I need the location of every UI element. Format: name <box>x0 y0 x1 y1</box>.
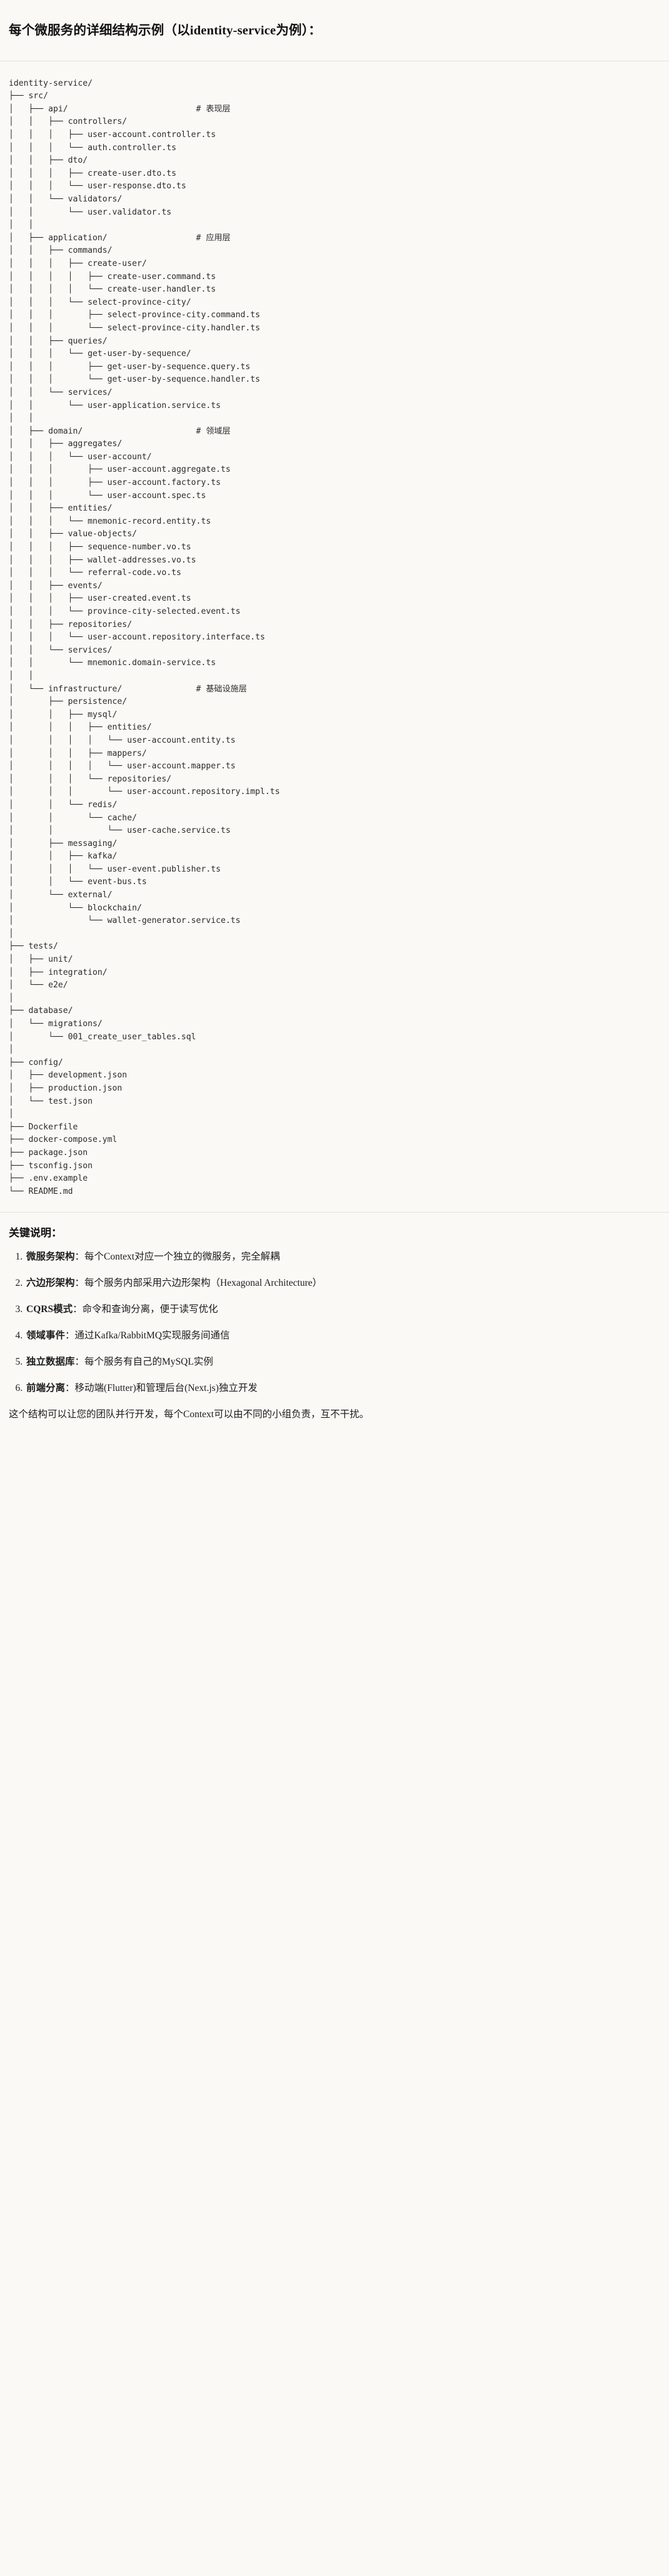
note-description: 每个服务有自己的MySQL实例 <box>84 1357 213 1368</box>
list-item: 六边形架构：每个服务内部采用六边形架构（Hexagonal Architectu… <box>25 1276 660 1291</box>
list-item: 领域事件：通过Kafka/RabbitMQ实现服务间通信 <box>25 1328 660 1343</box>
note-description: 命令和查询分离，便于读写优化 <box>82 1304 218 1315</box>
closing-paragraph: 这个结构可以让您的团队并行开发，每个Context可以由不同的小组负责，互不干扰… <box>9 1409 370 1420</box>
note-separator: ： <box>74 1357 85 1368</box>
page-title-main: 每个微服务的详细结构示例 <box>9 23 164 38</box>
note-term: 微服务架构 <box>26 1251 75 1263</box>
note-description: 通过Kafka/RabbitMQ实现服务间通信 <box>74 1330 230 1341</box>
list-item: 前端分离：移动端(Flutter)和管理后台(Next.js)独立开发 <box>25 1381 660 1396</box>
note-separator: ： <box>74 1251 85 1263</box>
list-item: 独立数据库：每个服务有自己的MySQL实例 <box>25 1355 660 1370</box>
directory-tree: identity-service/ ├── src/ │ ├── api/ # … <box>9 78 280 1196</box>
note-separator: ： <box>65 1383 75 1394</box>
note-separator: ： <box>74 1278 85 1289</box>
note-term: 领域事件 <box>26 1330 66 1341</box>
note-separator: ： <box>65 1330 75 1341</box>
note-description: 每个服务内部采用六边形架构（Hexagonal Architecture） <box>84 1278 323 1289</box>
key-notes-list: 微服务架构：每个Context对应一个独立的微服务，完全解耦 六边形架构：每个服… <box>9 1250 660 1396</box>
note-separator: ： <box>73 1304 83 1315</box>
note-term: CQRS模式 <box>26 1304 73 1315</box>
list-item: CQRS模式：命令和查询分离，便于读写优化 <box>25 1302 660 1317</box>
note-term: 独立数据库 <box>26 1357 75 1368</box>
page-title-paren: （以identity-service为例）： <box>164 24 321 38</box>
list-item: 微服务架构：每个Context对应一个独立的微服务，完全解耦 <box>25 1250 660 1265</box>
note-term: 前端分离 <box>26 1383 66 1394</box>
key-notes-section: 关键说明： 微服务架构：每个Context对应一个独立的微服务，完全解耦 六边形… <box>0 1213 669 1438</box>
document-page: 每个微服务的详细结构示例（以identity-service为例）： ident… <box>0 11 669 1438</box>
note-description: 每个Context对应一个独立的微服务，完全解耦 <box>84 1251 280 1263</box>
divider-bottom <box>0 1212 669 1213</box>
note-term: 六边形架构 <box>26 1278 75 1289</box>
note-description: 移动端(Flutter)和管理后台(Next.js)独立开发 <box>74 1383 258 1394</box>
page-title: 每个微服务的详细结构示例（以identity-service为例）： <box>0 11 669 50</box>
directory-tree-block: identity-service/ ├── src/ │ ├── api/ # … <box>0 61 669 1213</box>
key-notes-title: 关键说明： <box>9 1227 62 1240</box>
